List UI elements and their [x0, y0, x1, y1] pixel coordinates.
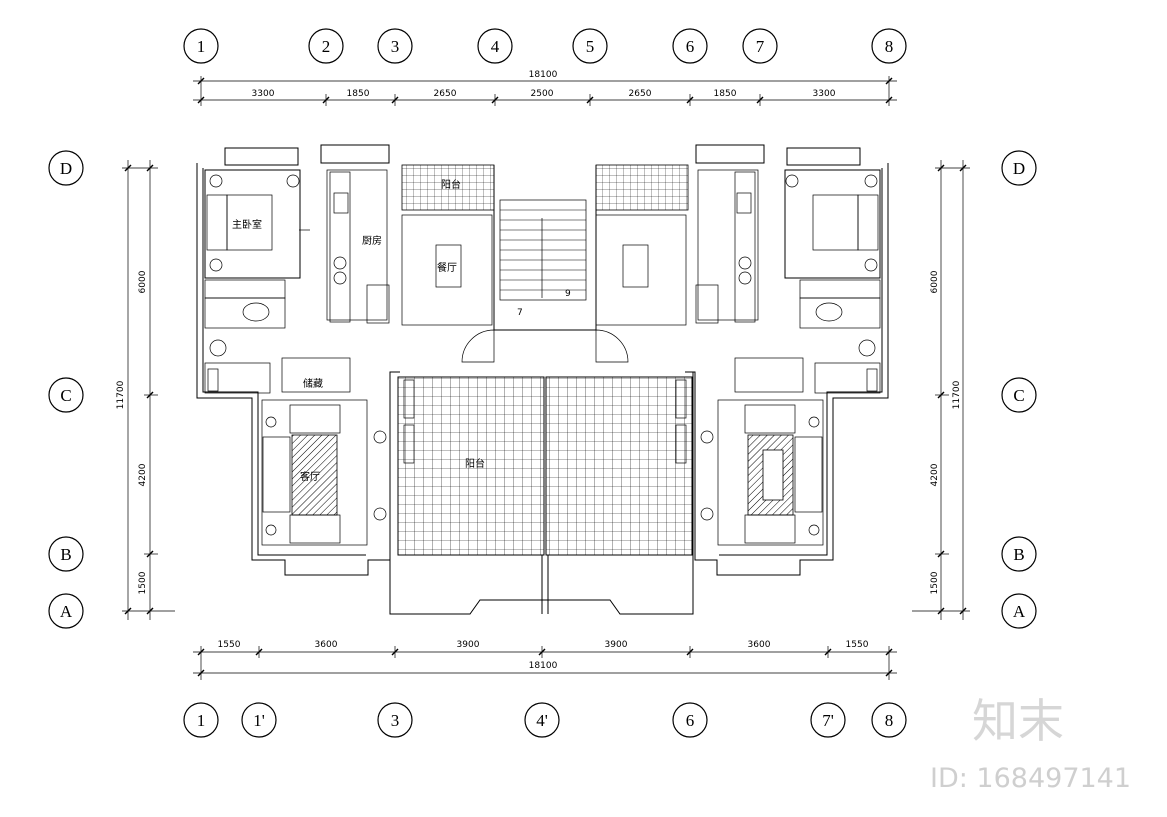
- svg-text:6: 6: [686, 711, 695, 730]
- svg-text:3600: 3600: [315, 640, 338, 650]
- svg-text:8: 8: [885, 711, 894, 730]
- axis-left-B: B: [48, 536, 84, 572]
- svg-text:3900: 3900: [605, 640, 628, 650]
- svg-text:1: 1: [197, 37, 206, 56]
- dimension-right: 6000 4200 1500 11700: [912, 160, 970, 620]
- svg-text:C: C: [60, 386, 71, 405]
- axis-bottom-6: 6: [672, 702, 708, 738]
- axis-left-C: C: [48, 377, 84, 413]
- svg-text:4: 4: [491, 37, 500, 56]
- svg-text:2: 2: [322, 37, 331, 56]
- svg-text:3300: 3300: [813, 89, 836, 99]
- axis-top-7: 7: [742, 28, 778, 64]
- axis-top-8: 8: [871, 28, 907, 64]
- svg-text:A: A: [1013, 602, 1026, 621]
- svg-text:4200: 4200: [930, 463, 940, 486]
- svg-text:4': 4': [536, 711, 548, 730]
- stair-label-up: 7: [517, 308, 523, 318]
- svg-text:6000: 6000: [930, 270, 940, 293]
- axis-top-6: 6: [672, 28, 708, 64]
- svg-text:2500: 2500: [531, 89, 554, 99]
- left-unit-walls: [196, 144, 400, 576]
- svg-text:D: D: [1013, 159, 1025, 178]
- axis-top-2: 2: [308, 28, 344, 64]
- svg-text:C: C: [1013, 386, 1024, 405]
- svg-text:B: B: [60, 545, 71, 564]
- central-core: 7 9: [401, 164, 689, 363]
- axis-bottom-8: 8: [871, 702, 907, 738]
- axis-top-1: 1: [183, 28, 219, 64]
- svg-text:1500: 1500: [930, 571, 940, 594]
- svg-text:7: 7: [756, 37, 765, 56]
- svg-text:7': 7': [822, 711, 834, 730]
- dimension-bottom: 1550 3600 3900 3900 3600 1550 18100: [193, 640, 897, 680]
- svg-text:3600: 3600: [748, 640, 771, 650]
- axis-bottom-1: 1: [183, 702, 219, 738]
- dimension-top: 18100 3300 1850 2650 2500 2650 1850 3300: [193, 70, 897, 106]
- svg-text:1500: 1500: [138, 571, 148, 594]
- label-terrace: 阳台: [465, 457, 485, 470]
- label-master-bedroom: 主卧室: [232, 218, 262, 231]
- svg-text:11700: 11700: [952, 380, 962, 409]
- label-kitchen: 厨房: [362, 234, 382, 247]
- svg-text:D: D: [60, 159, 72, 178]
- label-balcony: 阳台: [441, 178, 461, 191]
- axis-top-5: 5: [572, 28, 608, 64]
- label-dining: 餐厅: [437, 261, 457, 274]
- watermark-logo: 知末: [972, 694, 1064, 748]
- axis-top-3: 3: [377, 28, 413, 64]
- svg-text:3900: 3900: [457, 640, 480, 650]
- svg-text:1': 1': [253, 711, 265, 730]
- axis-left-A: A: [48, 593, 84, 629]
- axis-left-D: D: [48, 150, 84, 186]
- svg-text:3: 3: [391, 711, 400, 730]
- label-storage: 储藏: [303, 377, 323, 390]
- svg-text:3300: 3300: [252, 89, 275, 99]
- svg-text:6: 6: [686, 37, 695, 56]
- stair-label-down: 9: [565, 289, 571, 299]
- axis-top-4: 4: [477, 28, 513, 64]
- svg-text:B: B: [1013, 545, 1024, 564]
- terrace: [389, 372, 694, 615]
- axis-right-B: B: [1001, 536, 1037, 572]
- dim-top-total: 18100: [529, 70, 558, 80]
- svg-text:3: 3: [391, 37, 400, 56]
- axis-bottom-7p: 7': [810, 702, 846, 738]
- svg-text:6000: 6000: [138, 270, 148, 293]
- axis-bottom-3: 3: [377, 702, 413, 738]
- svg-text:1: 1: [197, 711, 206, 730]
- watermark-id: ID: 168497141: [930, 763, 1131, 794]
- svg-text:1550: 1550: [218, 640, 241, 650]
- axis-right-A: A: [1001, 593, 1037, 629]
- svg-text:2650: 2650: [629, 89, 652, 99]
- svg-text:A: A: [60, 602, 73, 621]
- stair-treads: [500, 209, 586, 291]
- svg-text:8: 8: [885, 37, 894, 56]
- label-living: 客厅: [300, 470, 320, 483]
- svg-text:4200: 4200: [138, 463, 148, 486]
- axis-right-D: D: [1001, 150, 1037, 186]
- axis-bottom-1p: 1': [241, 702, 277, 738]
- svg-text:11700: 11700: [116, 380, 126, 409]
- svg-text:1550: 1550: [846, 640, 869, 650]
- dimension-left: 11700 6000 4200 1500: [116, 160, 175, 620]
- svg-text:2650: 2650: [434, 89, 457, 99]
- axis-right-C: C: [1001, 377, 1037, 413]
- svg-text:5: 5: [586, 37, 595, 56]
- svg-text:1850: 1850: [714, 89, 737, 99]
- dim-bottom-total: 18100: [529, 661, 558, 671]
- svg-text:1850: 1850: [347, 89, 370, 99]
- axis-bottom-4p: 4': [524, 702, 560, 738]
- right-unit-walls: [685, 144, 889, 576]
